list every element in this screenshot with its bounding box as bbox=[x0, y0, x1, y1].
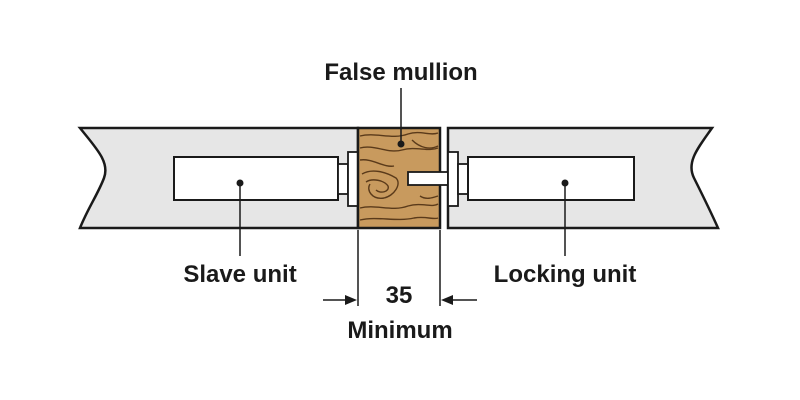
locking-unit-label: Locking unit bbox=[494, 261, 637, 288]
dimension-arrow-right bbox=[441, 295, 477, 305]
locking-unit-flange bbox=[447, 151, 459, 207]
dimension-note-label: Minimum bbox=[347, 317, 452, 344]
slave-unit-label: Slave unit bbox=[183, 261, 296, 288]
dimension-value-label: 35 bbox=[386, 282, 413, 309]
slave-unit-plate bbox=[337, 163, 349, 195]
dimension-arrow-left bbox=[323, 295, 357, 305]
locking-unit-body bbox=[467, 156, 635, 201]
false-mullion-label: False mullion bbox=[324, 59, 477, 86]
slave-unit-flange bbox=[347, 151, 359, 207]
locking-bolt bbox=[407, 171, 449, 186]
locking-unit-plate bbox=[457, 163, 469, 195]
slave-unit-body bbox=[173, 156, 339, 201]
wood-grain bbox=[359, 131, 439, 221]
